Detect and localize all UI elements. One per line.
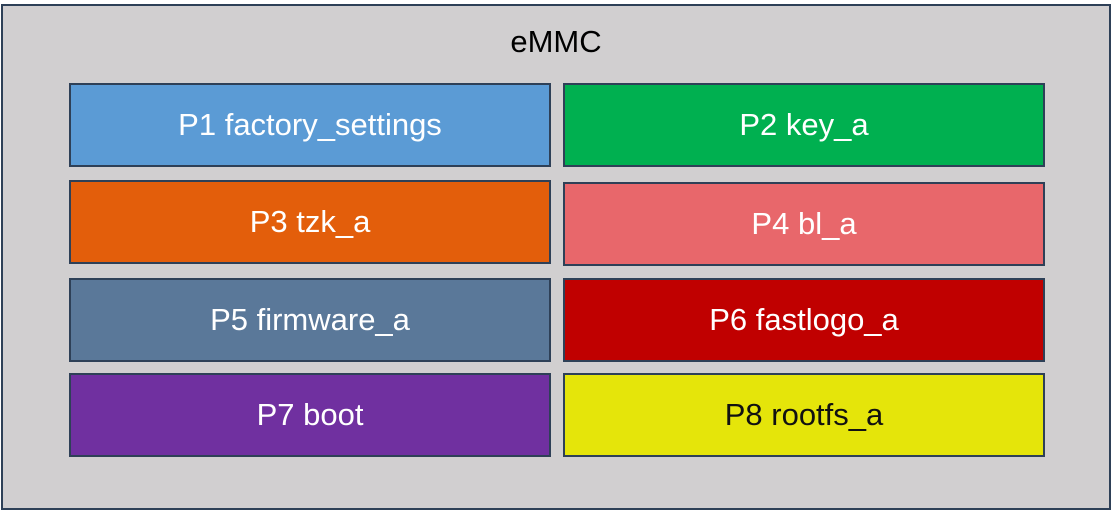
- partition-p4: P4 bl_a: [563, 182, 1045, 266]
- partition-label: P4 bl_a: [751, 206, 857, 241]
- partition-label: P5 firmware_a: [210, 302, 410, 337]
- emmc-container: eMMC P1 factory_settings P2 key_a P3 tzk…: [1, 4, 1111, 510]
- partition-label: P3 tzk_a: [249, 204, 371, 239]
- partition-p7: P7 boot: [69, 373, 551, 457]
- partition-p8: P8 rootfs_a: [563, 373, 1045, 457]
- partition-p5: P5 firmware_a: [69, 278, 551, 362]
- emmc-title: eMMC: [510, 24, 602, 59]
- partition-label: P1 factory_settings: [178, 107, 442, 142]
- partition-p3: P3 tzk_a: [69, 180, 551, 264]
- partition-label: P7 boot: [256, 397, 364, 432]
- partition-p2: P2 key_a: [563, 83, 1045, 167]
- partition-label: P8 rootfs_a: [724, 397, 884, 432]
- partition-p6: P6 fastlogo_a: [563, 278, 1045, 362]
- partition-p1: P1 factory_settings: [69, 83, 551, 167]
- partition-label: P2 key_a: [739, 107, 869, 142]
- partition-label: P6 fastlogo_a: [709, 302, 899, 337]
